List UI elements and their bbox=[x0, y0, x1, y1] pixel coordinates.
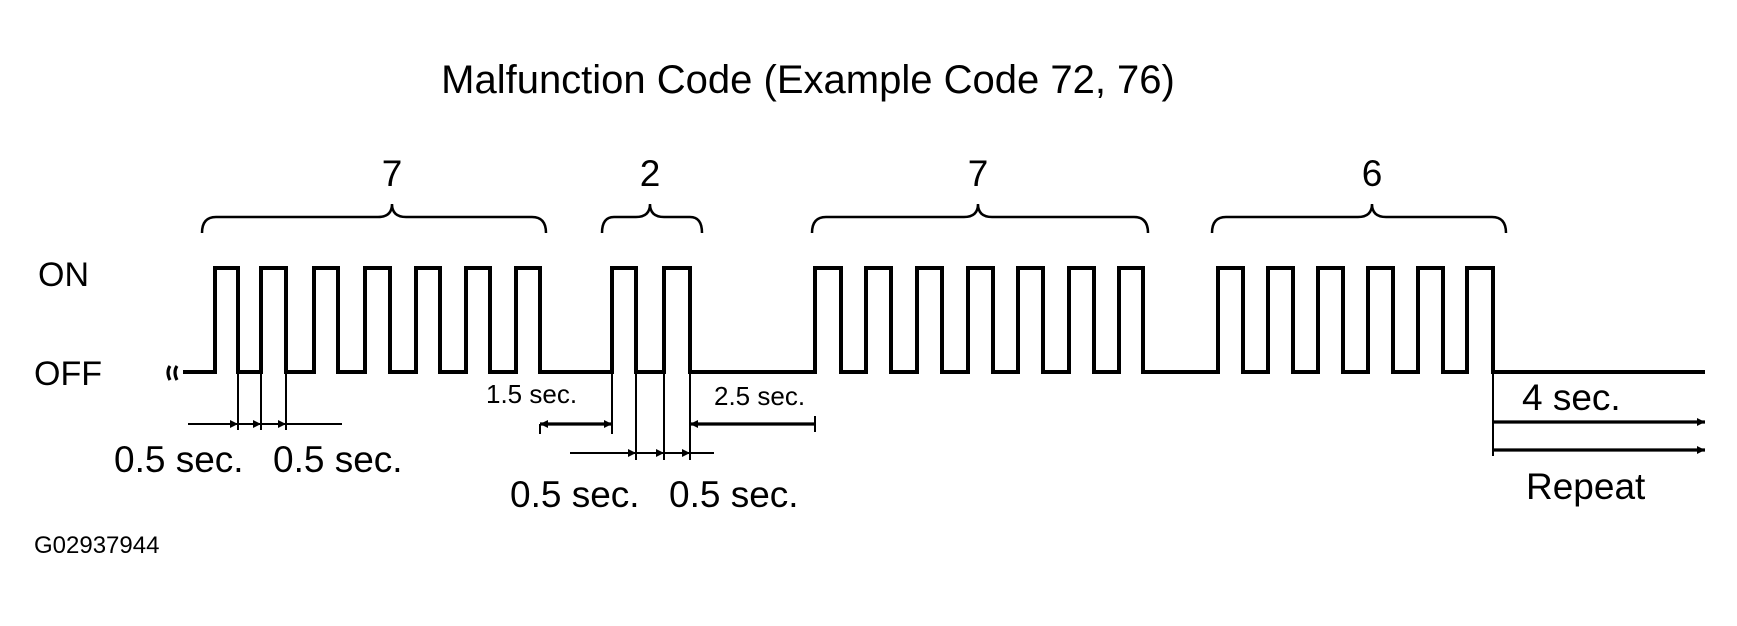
digit-label-2: 2 bbox=[640, 153, 661, 194]
digit-label-4: 6 bbox=[1362, 153, 1383, 194]
digit-label-1: 7 bbox=[382, 153, 403, 194]
digit-brace-1 bbox=[200, 203, 548, 234]
pulse-timing-dimension-1 bbox=[188, 372, 342, 430]
digit-gap-dimension bbox=[539, 372, 613, 434]
end-gap-label: 4 sec. bbox=[1522, 377, 1621, 418]
pulse-timing-label-2a: 0.5 sec. bbox=[510, 474, 640, 515]
code-gap-dimension bbox=[689, 372, 816, 432]
pulse-timing-dimension-2 bbox=[570, 372, 714, 460]
digit-gap-label: 1.5 sec. bbox=[486, 379, 577, 409]
signal-waveform bbox=[183, 266, 1705, 374]
diagram-title: Malfunction Code (Example Code 72, 76) bbox=[441, 58, 1175, 102]
end-gap-dimension bbox=[1492, 372, 1705, 456]
digit-brace-4 bbox=[1210, 203, 1508, 234]
digit-label-3: 7 bbox=[968, 153, 989, 194]
figure-id: G02937944 bbox=[34, 532, 159, 559]
break-symbol bbox=[166, 365, 179, 381]
repeat-label: Repeat bbox=[1526, 466, 1646, 507]
on-label: ON bbox=[38, 256, 89, 294]
digit-brace-3 bbox=[810, 203, 1150, 234]
off-label: OFF bbox=[34, 355, 102, 393]
pulse-timing-label-1b: 0.5 sec. bbox=[273, 439, 403, 480]
code-gap-label: 2.5 sec. bbox=[714, 381, 805, 411]
pulse-timing-label-2b: 0.5 sec. bbox=[669, 474, 799, 515]
pulse-timing-label-1a: 0.5 sec. bbox=[114, 439, 244, 480]
digit-brace-2 bbox=[600, 203, 704, 234]
